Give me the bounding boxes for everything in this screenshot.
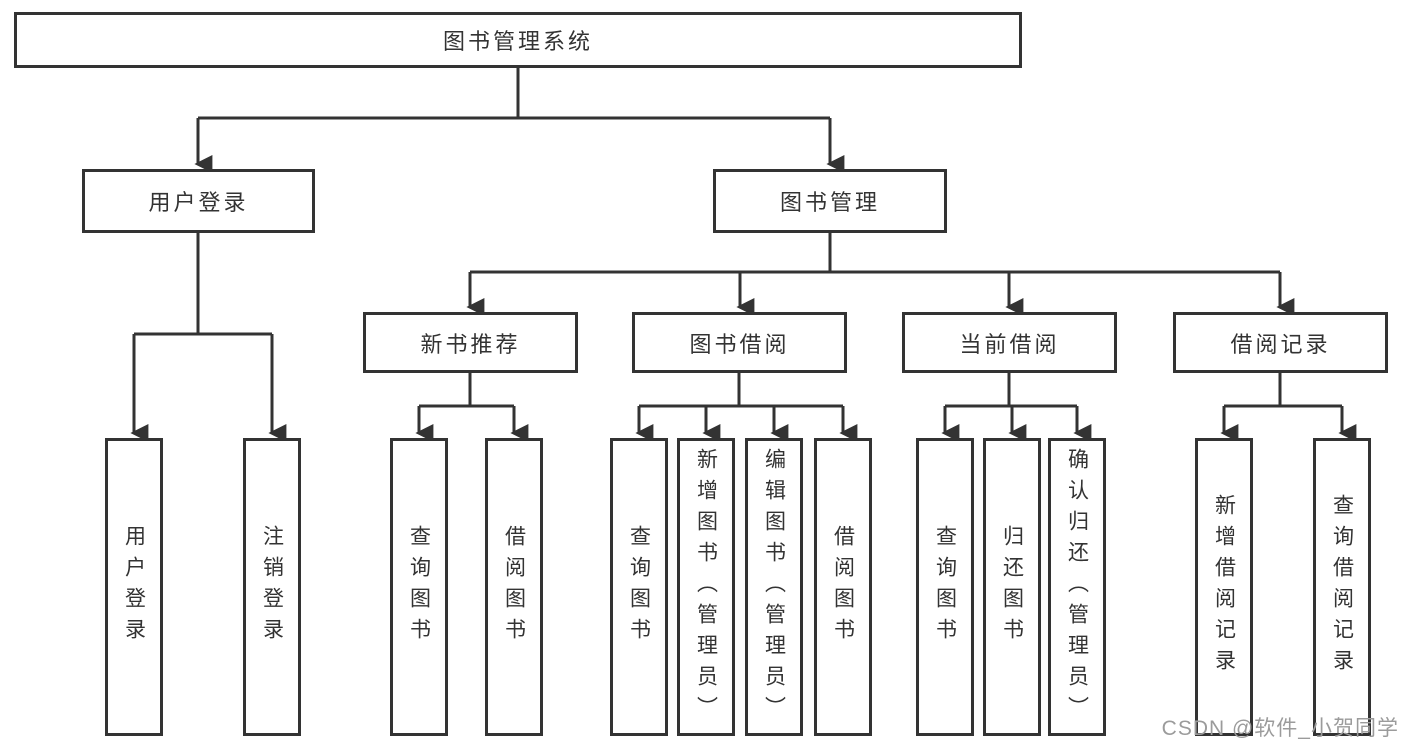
node-library-management-system: 图书管理系统 [14, 12, 1022, 68]
leaf-logout-login: 注销登录 [243, 438, 301, 736]
leaf-borrow-book: 借阅图书 [814, 438, 872, 736]
node-borrow-records: 借阅记录 [1173, 312, 1388, 373]
connector-book-borrow-children [639, 373, 843, 408]
connector-root-to-level2 [198, 68, 830, 120]
leaf-confirm-return-admin: 确认归还（管理员） [1048, 438, 1106, 736]
node-new-book-recommend: 新书推荐 [363, 312, 578, 373]
leaf-query-book-borrow: 查询图书 [610, 438, 668, 736]
leaf-user-login: 用户登录 [105, 438, 163, 736]
leaf-query-book-recommend: 查询图书 [390, 438, 448, 736]
leaf-add-borrow-record: 新增借阅记录 [1195, 438, 1253, 736]
leaf-borrow-book-recommend: 借阅图书 [485, 438, 543, 736]
node-current-borrow: 当前借阅 [902, 312, 1117, 373]
leaf-query-book-current: 查询图书 [916, 438, 974, 736]
leaf-add-book-admin: 新增图书（管理员） [677, 438, 735, 736]
csdn-watermark: CSDN @软件_小贺同学 [1161, 717, 1399, 740]
node-book-borrow: 图书借阅 [632, 312, 847, 373]
connector-new-book-children [419, 373, 514, 408]
node-book-management: 图书管理 [713, 169, 947, 233]
connector-user-login-children [134, 233, 272, 336]
leaf-return-book: 归还图书 [983, 438, 1041, 736]
leaf-edit-book-admin: 编辑图书（管理员） [745, 438, 803, 736]
connector-current-borrow-children [945, 373, 1077, 408]
node-user-login: 用户登录 [82, 169, 315, 233]
leaf-query-borrow-record: 查询借阅记录 [1313, 438, 1371, 736]
connector-borrow-records-children [1224, 373, 1342, 408]
connector-book-mgmt-to-level3 [470, 233, 1280, 274]
